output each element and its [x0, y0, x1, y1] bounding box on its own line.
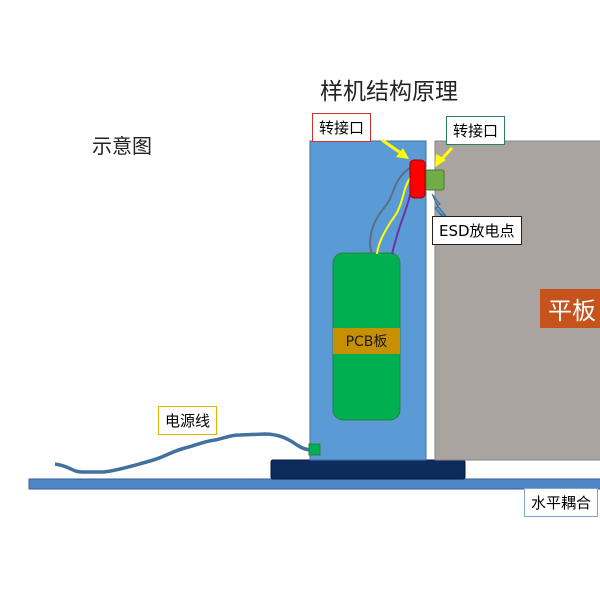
- label-pcb: PCB板: [333, 328, 400, 354]
- esd-spark-icon: [431, 193, 447, 220]
- arrowhead-right: [435, 154, 446, 167]
- diagram-subtitle: 示意图: [92, 134, 152, 158]
- label-connector-right: 转接口: [446, 116, 506, 145]
- connector-green: [425, 169, 445, 191]
- label-esd-point: ESD放电点: [432, 216, 522, 245]
- horizontal-coupling-plane: [28, 478, 600, 490]
- insulating-base: [270, 459, 466, 480]
- internal-wire-purple: [391, 185, 413, 255]
- internal-wire-yellow: [376, 177, 411, 255]
- power-cable: [54, 432, 313, 474]
- label-connector-left: 转接口: [312, 113, 372, 142]
- diagram-title: 样机结构原理: [320, 79, 458, 105]
- connector-red: [409, 159, 426, 199]
- arrowhead-left: [396, 148, 409, 159]
- label-horizontal-coupling-plane: 水平耦合: [524, 488, 599, 517]
- label-tablet: 平板: [540, 289, 600, 328]
- label-power-cable: 电源线: [158, 406, 218, 435]
- internal-wire-gray: [369, 167, 411, 255]
- power-plug: [308, 443, 321, 456]
